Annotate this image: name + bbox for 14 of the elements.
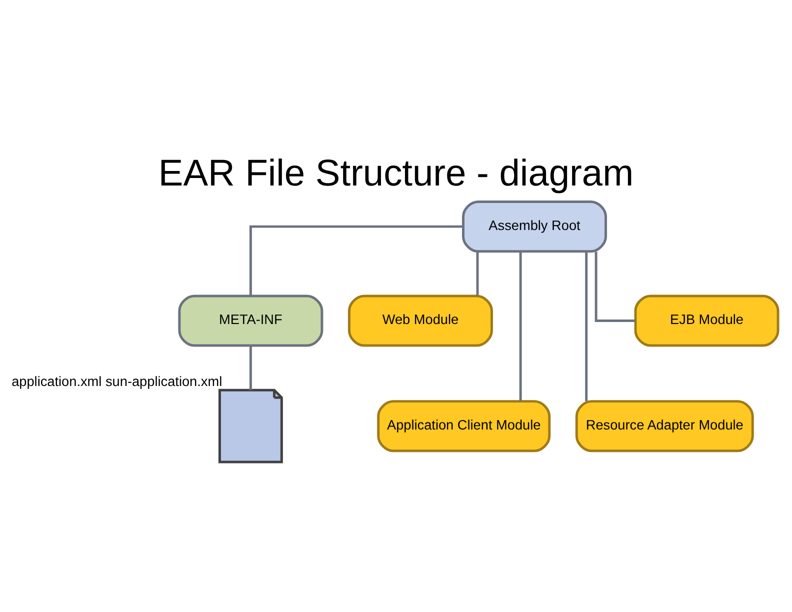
node-box: EJB Module — [634, 294, 780, 346]
node-box: Assembly Root — [462, 200, 607, 252]
diagram-title: EAR File Structure - diagram — [158, 151, 634, 194]
node-box: Application Client Module — [377, 400, 551, 452]
connector — [519, 250, 522, 401]
connector — [585, 250, 588, 401]
connector — [249, 345, 252, 390]
node-label: application.xml sun-application.xml — [12, 374, 222, 389]
connector — [476, 251, 479, 296]
connector — [594, 251, 636, 322]
connector — [249, 224, 463, 295]
node-box: Resource Adapter Module — [575, 400, 754, 452]
node-box: META-INF — [178, 294, 324, 346]
node-box: Web Module — [348, 294, 493, 346]
